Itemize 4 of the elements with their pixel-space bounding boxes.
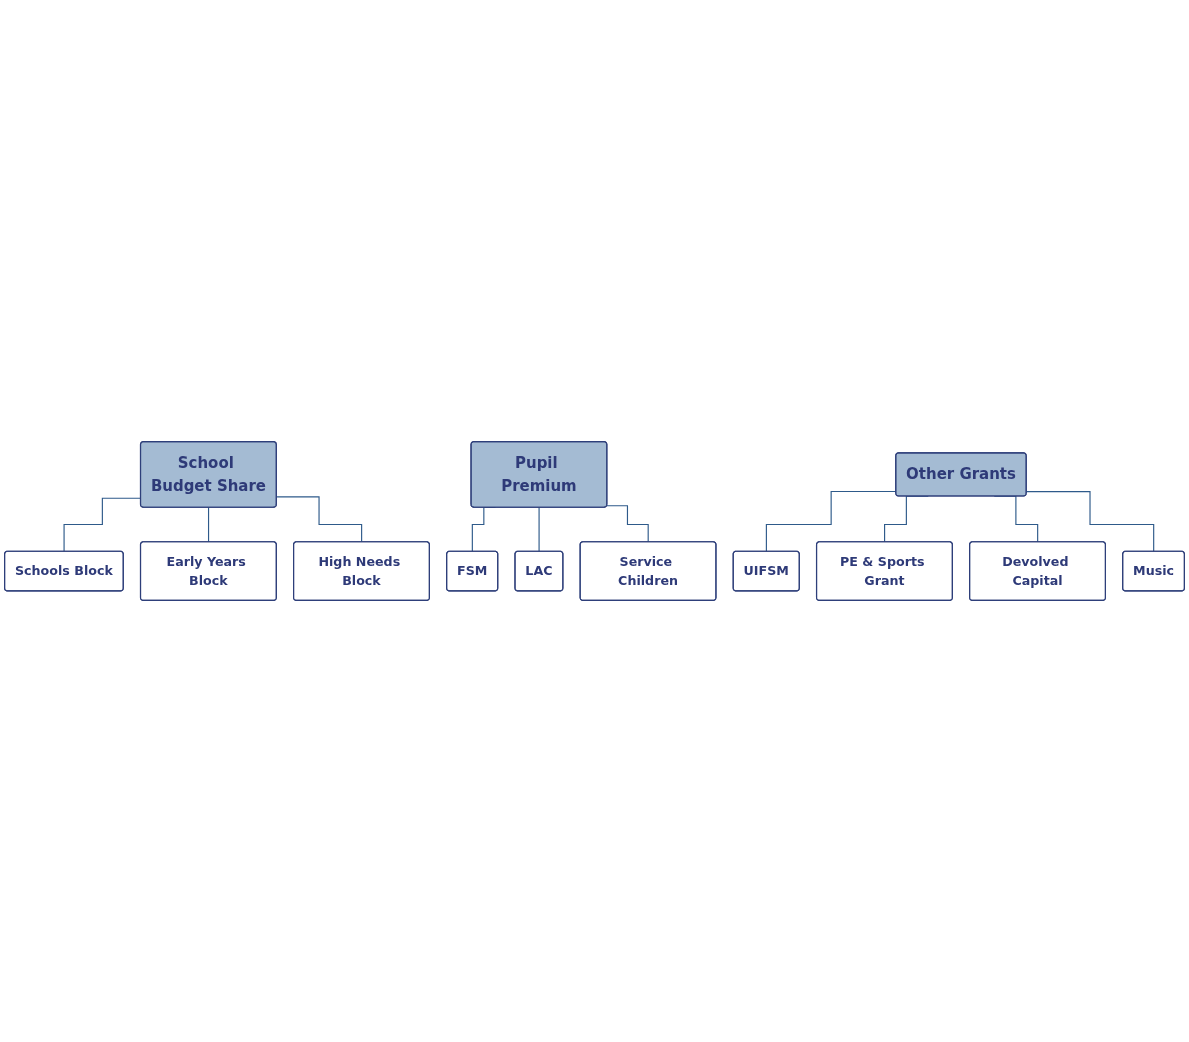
connector [606, 505, 649, 543]
connector [538, 506, 540, 553]
connector [208, 506, 210, 543]
connector [276, 496, 363, 543]
